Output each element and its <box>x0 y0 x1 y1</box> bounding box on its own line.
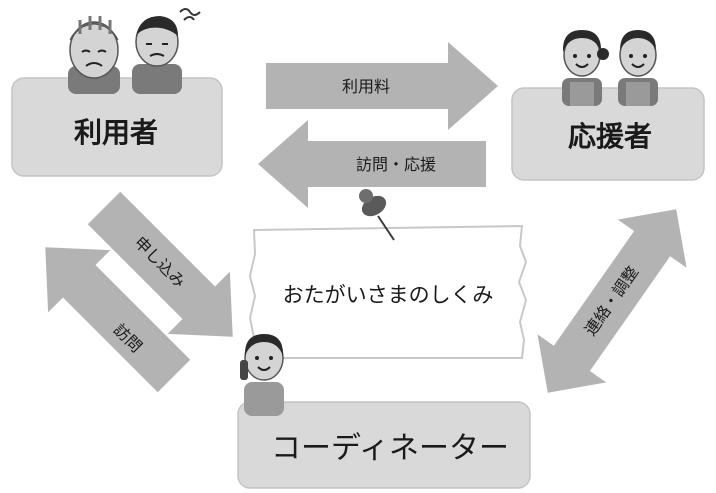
worried-man-icon <box>132 8 201 94</box>
coordinator-label: コーディネーター <box>271 431 509 466</box>
visit-support-label: 訪問・応援 <box>356 155 436 174</box>
coordinator-box <box>237 401 531 489</box>
pin-icon <box>359 189 395 241</box>
center-note-label: おたがいさまのしくみ <box>283 283 494 307</box>
supporter-woman-icon <box>562 30 609 106</box>
contact-adjust-arrow <box>537 209 687 393</box>
supporter-man-icon <box>618 30 658 106</box>
apply-arrow <box>87 191 233 337</box>
fee-arrow <box>266 42 498 130</box>
supporter-box <box>511 87 705 181</box>
visit-arrow <box>45 247 191 393</box>
center-note <box>248 224 528 359</box>
user-label: 利用者 <box>74 116 158 149</box>
elderly-woman-icon <box>68 16 120 94</box>
fee-label: 利用料 <box>342 77 390 96</box>
supporter-label: 応援者 <box>568 120 652 153</box>
visit-support-arrow <box>258 120 486 208</box>
coordinator-phone-icon <box>240 334 284 416</box>
